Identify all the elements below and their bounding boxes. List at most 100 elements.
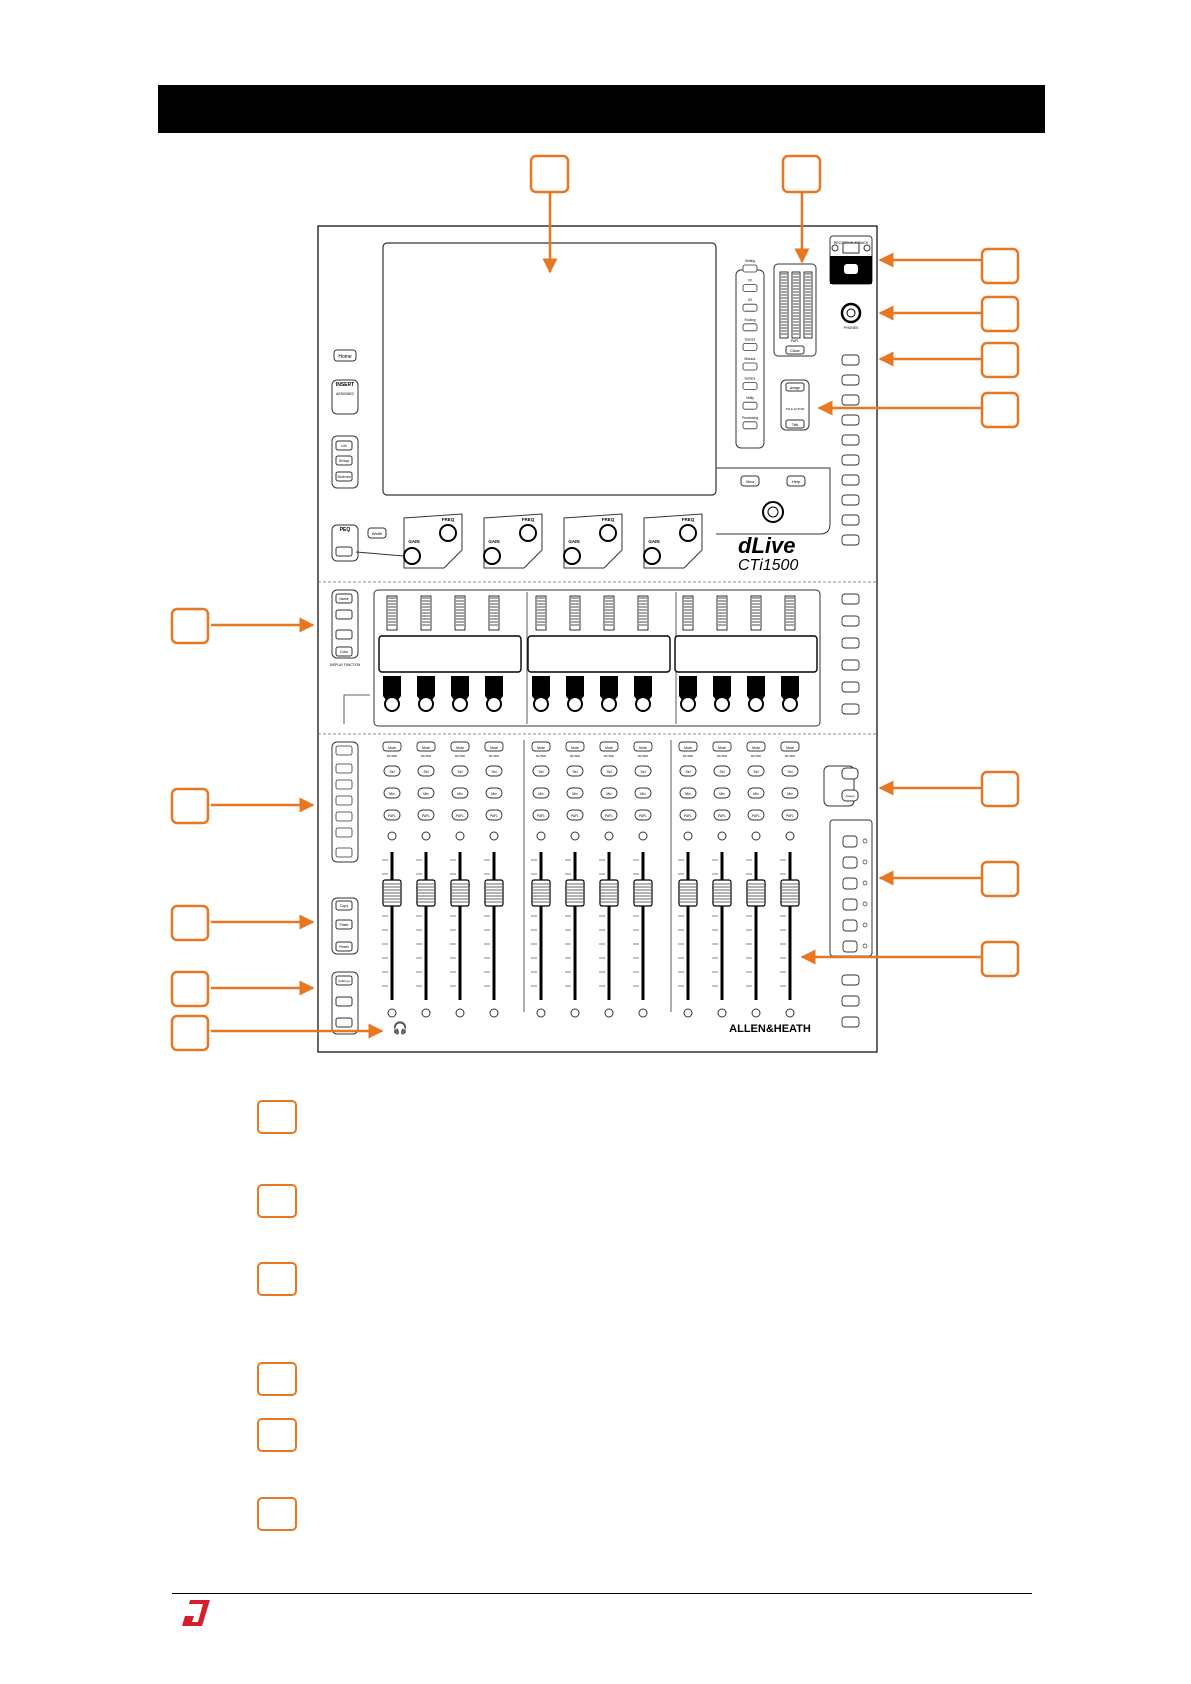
rotary-knob bbox=[567, 696, 583, 712]
sel-button bbox=[747, 765, 765, 777]
legend-box-1 bbox=[257, 1100, 297, 1134]
sel-button bbox=[679, 765, 697, 777]
sel-label: Sel bbox=[423, 770, 428, 774]
pafl-label: PAFL bbox=[422, 814, 430, 818]
sel-label: Sel bbox=[685, 770, 690, 774]
freq-label: FREQ bbox=[442, 517, 455, 522]
quick-key-label: Surface bbox=[745, 377, 756, 381]
bottom-led bbox=[785, 1008, 795, 1018]
strip-led bbox=[536, 831, 546, 841]
bottom-led bbox=[489, 1008, 499, 1018]
sel-label: Sel bbox=[787, 770, 792, 774]
softkeys-label: SoftKeys bbox=[338, 979, 351, 983]
quick-key-button bbox=[742, 401, 758, 410]
mix-label: Mix bbox=[572, 792, 578, 796]
freq-knob bbox=[679, 524, 697, 542]
muted-label: MUTED bbox=[717, 754, 727, 758]
soft-key bbox=[841, 434, 860, 446]
pafl-button bbox=[532, 809, 550, 821]
pafl-label: PAFL bbox=[786, 814, 794, 818]
mute-button bbox=[599, 741, 619, 752]
footer-rule bbox=[172, 1593, 1032, 1594]
mix-label: Mix bbox=[787, 792, 793, 796]
muted-label: MUTED bbox=[489, 754, 499, 758]
bank-key bbox=[842, 835, 858, 848]
pafl-button bbox=[485, 809, 503, 821]
mute-button bbox=[746, 741, 766, 752]
insert-label: INSERT bbox=[336, 382, 354, 388]
paste-label: Paste bbox=[340, 923, 349, 927]
sel-label: Sel bbox=[572, 770, 577, 774]
sel-label: Sel bbox=[389, 770, 394, 774]
bottom-led bbox=[751, 1008, 761, 1018]
soft-key bbox=[841, 637, 860, 649]
mix-button bbox=[451, 787, 469, 799]
quick-key-button bbox=[742, 303, 758, 312]
mute-label: Mute bbox=[490, 746, 498, 750]
rotary-knob bbox=[452, 696, 468, 712]
mix-button bbox=[781, 787, 799, 799]
pafl-button bbox=[747, 809, 765, 821]
mid-strips bbox=[378, 592, 818, 724]
sel-button bbox=[485, 765, 503, 777]
mix-label: Mix bbox=[685, 792, 691, 796]
quick-key-button bbox=[742, 342, 758, 351]
brand-model: CTi1500 bbox=[738, 557, 798, 574]
strip-led bbox=[489, 831, 499, 841]
rotary-knob bbox=[635, 696, 651, 712]
nav-key bbox=[335, 811, 353, 822]
soft-key bbox=[841, 414, 860, 426]
freq-knob bbox=[519, 524, 537, 542]
pafl-button bbox=[451, 809, 469, 821]
channel-display bbox=[378, 635, 522, 673]
sel-label: Sel bbox=[753, 770, 758, 774]
bottom-led bbox=[421, 1008, 431, 1018]
rotary-knob bbox=[714, 696, 730, 712]
bank-led bbox=[862, 880, 868, 886]
channel-display bbox=[674, 635, 818, 673]
bank-led bbox=[862, 901, 868, 907]
bottom-led bbox=[683, 1008, 693, 1018]
strip-led bbox=[717, 831, 727, 841]
gain-knob bbox=[403, 547, 421, 565]
strip-led bbox=[751, 831, 761, 841]
sel-label: Sel bbox=[606, 770, 611, 774]
pafl-label: PAFL bbox=[605, 814, 613, 818]
bank-key bbox=[842, 898, 858, 911]
mix-button bbox=[747, 787, 765, 799]
mix-button bbox=[713, 787, 731, 799]
lib-label: Lib bbox=[341, 443, 347, 448]
strip-led bbox=[421, 831, 431, 841]
legend-box-3 bbox=[257, 1262, 297, 1296]
peq-link bbox=[355, 551, 405, 557]
legend-box-6 bbox=[257, 1497, 297, 1531]
rotary-knob bbox=[533, 696, 549, 712]
pafl-label: PAFL bbox=[388, 814, 396, 818]
mute-button bbox=[633, 741, 653, 752]
bank-key bbox=[842, 919, 858, 932]
pafl-button bbox=[383, 809, 401, 821]
meter-bar bbox=[803, 271, 813, 339]
muted-label: MUTED bbox=[604, 754, 614, 758]
sel-label: Sel bbox=[457, 770, 462, 774]
pafl-button bbox=[600, 809, 618, 821]
strip-led bbox=[638, 831, 648, 841]
rotary-knob bbox=[680, 696, 696, 712]
gain-knob bbox=[483, 547, 501, 565]
mix-label: Mix bbox=[389, 792, 395, 796]
bank-led bbox=[862, 859, 868, 865]
gain-knob bbox=[643, 547, 661, 565]
pafl-button bbox=[781, 809, 799, 821]
sel-button bbox=[713, 765, 731, 777]
rotary-knob bbox=[748, 696, 764, 712]
legend-box-2 bbox=[257, 1184, 297, 1218]
strip-led bbox=[785, 831, 795, 841]
bottom-led bbox=[387, 1008, 397, 1018]
quick-key-label: I/O bbox=[748, 298, 753, 302]
pafl-button bbox=[713, 809, 731, 821]
assign-label: Assign bbox=[790, 386, 801, 390]
mute-label: Mute bbox=[718, 746, 726, 750]
mix-label: Mix bbox=[491, 792, 497, 796]
soft-key bbox=[841, 534, 860, 546]
